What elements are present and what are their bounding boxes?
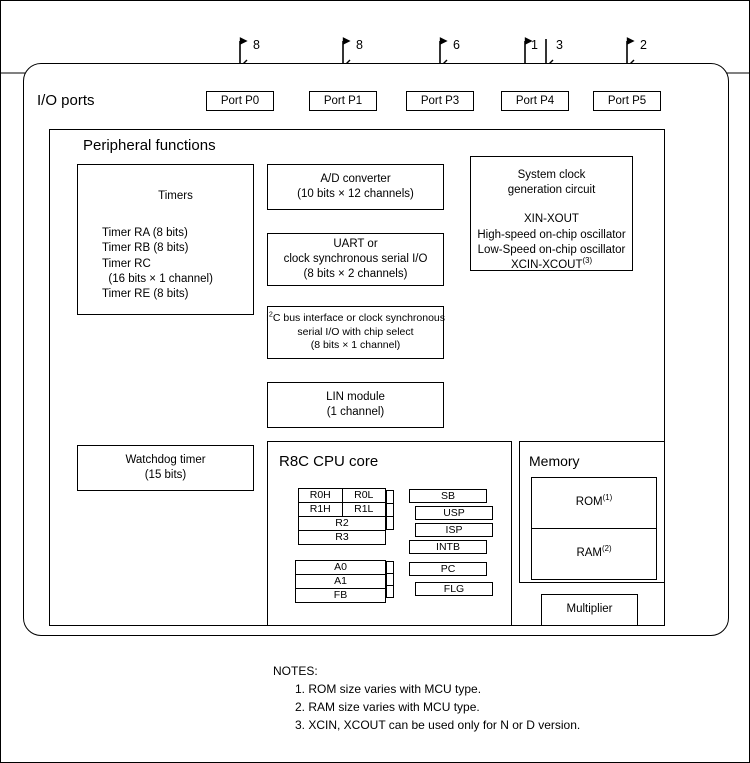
rom-superscript: (1): [602, 493, 613, 503]
clock-title-1: generation circuit: [507, 184, 596, 197]
svg-text:3: 3: [556, 38, 563, 52]
svg-text:6: 6: [453, 38, 460, 52]
timers-title: Timers: [158, 190, 193, 202]
system-clock-block: System clock generation circuit XIN-XOUT…: [470, 156, 633, 271]
clock-body-1: High-speed on-chip oscillator: [477, 228, 626, 241]
uart-line-0: UART or: [333, 237, 378, 250]
uart-block: UART or clock synchronous serial I/O (8 …: [267, 233, 444, 286]
register-r2: R2: [298, 516, 386, 531]
port-label: Port P0: [220, 95, 260, 107]
clock-body-2: Low-Speed on-chip oscillator: [477, 243, 626, 256]
timers-line-2: Timer RC: [102, 257, 151, 270]
port-label: Port P4: [515, 95, 555, 107]
register-stack-tab: [386, 585, 394, 598]
svg-text:8: 8: [253, 38, 260, 52]
register-sb: SB: [409, 489, 487, 503]
svg-text:2: 2: [640, 38, 647, 52]
ram-text: RAM: [576, 547, 602, 560]
port-label: Port P3: [420, 95, 460, 107]
rom-label: ROM(1): [575, 493, 613, 510]
note-item: 2. RAM size varies with MCU type.: [295, 700, 480, 714]
register-r1h: R1H: [298, 502, 343, 517]
cpu-core-label: R8C CPU core: [279, 453, 379, 470]
i2c-line-2: (8 bits × 1 channel): [310, 339, 401, 352]
rom-block: ROM(1): [531, 477, 657, 529]
multiplier-block: Multiplier: [541, 594, 638, 626]
register-isp: ISP: [415, 523, 493, 537]
i2c-prefix: I: [265, 311, 269, 324]
clock-body-0: XIN-XOUT: [524, 213, 579, 226]
register-flg: FLG: [415, 582, 493, 596]
register-r1l: R1L: [342, 502, 386, 517]
ram-superscript: (2): [602, 544, 612, 554]
adc-block: A/D converter (10 bits × 12 channels): [267, 164, 444, 210]
svg-text:1: 1: [531, 38, 538, 52]
io-ports-label: I/O ports: [37, 92, 95, 109]
register-stack-tab: [386, 490, 394, 504]
i2c-block: I2C bus interface or clock synchronous s…: [265, 306, 446, 359]
note-item: 1. ROM size varies with MCU type.: [295, 682, 482, 696]
i2c-line-1: serial I/O with chip select: [297, 325, 414, 338]
port-box-p4[interactable]: Port P4: [501, 91, 569, 111]
i2c-superscript: 2: [268, 310, 273, 319]
register-row-r0: R0H R0L: [298, 488, 386, 503]
watchdog-timer-block: Watchdog timer (15 bits): [77, 445, 254, 491]
i2c-suffix: C bus interface or clock synchronous: [272, 311, 446, 324]
adc-line-1: (10 bits × 12 channels): [297, 188, 414, 200]
port-box-p0[interactable]: Port P0: [206, 91, 274, 111]
register-a1: A1: [295, 574, 386, 589]
memory-label: Memory: [529, 453, 580, 469]
register-stack-tab: [386, 516, 394, 530]
port-box-p1[interactable]: Port P1: [309, 91, 377, 111]
register-intb: INTB: [409, 540, 487, 554]
timers-line-3: (16 bits × 1 channel): [102, 272, 213, 285]
watchdog-line-1: (15 bits): [144, 469, 187, 481]
memory-rom-ram-group: ROM(1) RAM(2): [531, 477, 657, 580]
port-box-p3[interactable]: Port P3: [406, 91, 474, 111]
timers-block: Timers Timer RA (8 bits) Timer RB (8 bit…: [77, 164, 254, 315]
lin-module-block: LIN module (1 channel): [267, 382, 444, 428]
address-register-group: A0 A1 FB: [295, 560, 394, 603]
register-fb: FB: [295, 588, 386, 603]
adc-line-0: A/D converter: [320, 172, 391, 185]
register-a0: A0: [295, 560, 386, 575]
register-r0h: R0H: [298, 488, 343, 503]
notes-section: NOTES: 1. ROM size varies with MCU type.…: [273, 662, 580, 734]
port-label: Port P1: [323, 95, 363, 107]
register-pc: PC: [409, 562, 487, 576]
note-item: 3. XCIN, XCOUT can be used only for N or…: [295, 718, 581, 732]
uart-line-2: (8 bits × 2 channels): [303, 268, 408, 281]
timers-line-1: Timer RB (8 bits): [102, 242, 189, 255]
lin-line-0: LIN module: [326, 390, 385, 403]
uart-line-1: clock synchronous serial I/O: [283, 252, 428, 265]
ram-label: RAM(2): [576, 544, 612, 561]
svg-text:8: 8: [356, 38, 363, 52]
data-register-group: R0H R0L R1H R1L R2 R3: [298, 488, 394, 545]
notes-heading: NOTES:: [273, 664, 318, 678]
register-row-r1: R1H R1L: [298, 502, 386, 517]
register-r3: R3: [298, 530, 386, 545]
timers-line-4: Timer RE (8 bits): [102, 287, 189, 300]
rom-text: ROM: [575, 496, 603, 509]
timers-line-0: Timer RA (8 bits): [102, 227, 188, 240]
port-box-p5[interactable]: Port P5: [593, 91, 661, 111]
register-r0l: R0L: [342, 488, 386, 503]
register-usp: USP: [415, 506, 493, 520]
ram-block: RAM(2): [531, 528, 657, 580]
clock-body-3: XCIN-XCOUT(3): [510, 256, 593, 273]
clock-title-0: System clock: [517, 169, 586, 181]
peripheral-functions-label: Peripheral functions: [83, 137, 216, 154]
xcin-xcout-superscript: (3): [582, 256, 593, 266]
multiplier-label: Multiplier: [566, 603, 613, 616]
watchdog-line-0: Watchdog timer: [125, 453, 206, 466]
port-label: Port P5: [607, 95, 647, 107]
i2c-line-0: I2C bus interface or clock synchronous: [265, 310, 446, 326]
lin-line-1: (1 channel): [326, 406, 385, 418]
register-stack-tab: [386, 503, 394, 517]
xcin-xcout-text: XCIN-XCOUT: [510, 258, 583, 271]
